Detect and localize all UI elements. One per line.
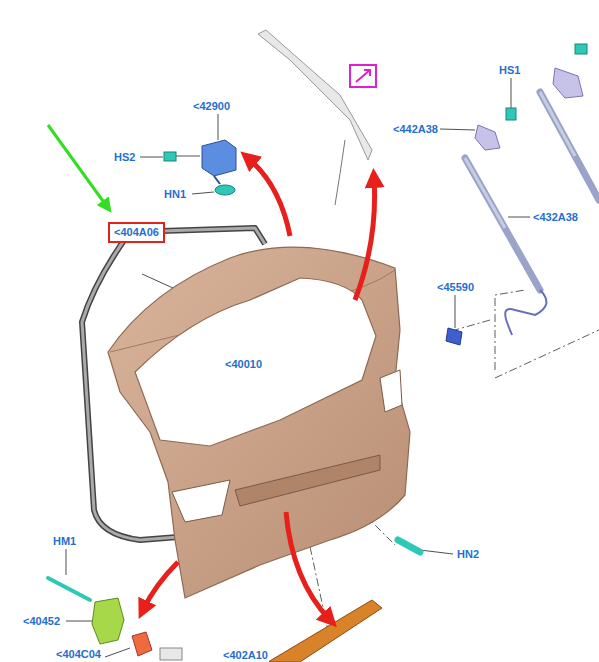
- callout-number: <442A38: [392, 123, 439, 136]
- callout-number: <45590: [436, 281, 475, 294]
- callout-number: HN2: [456, 548, 480, 561]
- callout-number: <42900: [192, 100, 231, 113]
- callout-number: HS1: [498, 64, 521, 77]
- callout-number: <432A38: [532, 211, 579, 224]
- callout-number: HN1: [163, 188, 187, 201]
- callout-number: HM1: [52, 535, 77, 548]
- callout-number: HS2: [113, 151, 136, 164]
- callout-number: <404A06: [113, 226, 160, 239]
- callout-number: <40452: [22, 615, 61, 628]
- callout-number: <404C04: [55, 648, 102, 661]
- callout-number: <40010: [224, 358, 263, 371]
- callout-number: <402A10: [222, 649, 269, 662]
- highlight-box: <404A06: [108, 222, 165, 243]
